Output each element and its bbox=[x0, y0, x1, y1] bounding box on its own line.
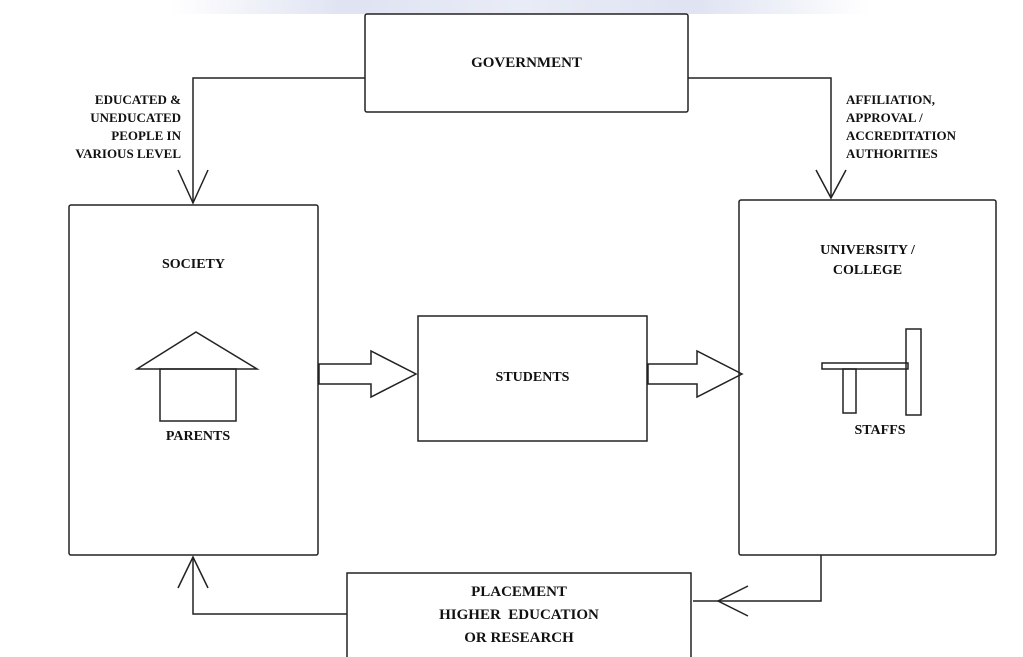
arrowhead-university bbox=[815, 169, 847, 200]
society-label: SOCIETY bbox=[161, 257, 226, 272]
edge-gov-to-society bbox=[192, 77, 365, 203]
students-box bbox=[417, 315, 648, 442]
students-label: STUDENTS bbox=[495, 370, 570, 385]
edge-gov-to-university bbox=[688, 77, 832, 198]
edge-label-gov-to-society: EDUCATED & UNEDUCATED PEOPLE IN VARIOUS … bbox=[75, 92, 181, 161]
university-box bbox=[738, 199, 997, 556]
parents-label: PARENTS bbox=[165, 429, 231, 444]
edge-label-gov-to-university: AFFILIATION, APPROVAL / ACCREDITATION AU… bbox=[846, 92, 957, 161]
university-label: UNIVERSITY / COLLEGE bbox=[820, 243, 915, 278]
placement-box bbox=[346, 572, 692, 657]
society-box bbox=[68, 204, 319, 556]
arrowhead-placement bbox=[716, 585, 749, 617]
desk-icon bbox=[821, 328, 922, 416]
edge-placement-to-society bbox=[192, 557, 347, 615]
staffs-label: STAFFS bbox=[854, 423, 906, 438]
government-box bbox=[364, 13, 689, 113]
arrowhead-society-bottom bbox=[177, 555, 209, 589]
block-arrow-students-university bbox=[647, 349, 744, 399]
edge-university-to-placement bbox=[693, 555, 822, 602]
house-icon bbox=[134, 331, 260, 422]
arrowhead-society bbox=[177, 169, 209, 205]
block-arrow-society-students bbox=[318, 349, 418, 399]
placement-label: PLACEMENT HIGHER EDUCATION OR RESEARCH bbox=[439, 584, 599, 646]
top-band bbox=[170, 0, 870, 14]
government-label: GOVERNMENT bbox=[471, 55, 582, 71]
